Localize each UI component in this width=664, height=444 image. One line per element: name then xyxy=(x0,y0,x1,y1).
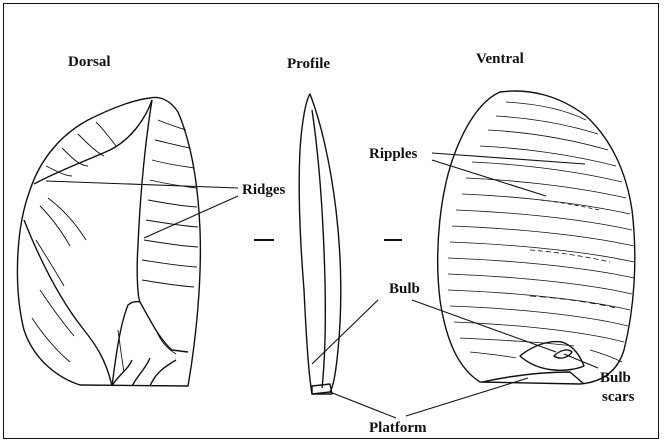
ripples-leader-lower xyxy=(432,160,546,196)
profile-view xyxy=(299,94,402,394)
bulb-scars-label-line2: scars xyxy=(602,389,635,405)
platform-label: Platform xyxy=(369,420,427,436)
ventral-title: Ventral xyxy=(476,51,524,67)
platform-leader-profile xyxy=(330,392,396,418)
bulb-scars-leader xyxy=(564,354,598,368)
dorsal-lower-scar xyxy=(112,302,188,386)
dorsal-ridge-left xyxy=(34,100,152,184)
dorsal-base-scars xyxy=(112,358,176,386)
ventral-view xyxy=(438,91,635,384)
ventral-bulb-scar xyxy=(554,350,572,358)
dorsal-title: Dorsal xyxy=(68,54,111,70)
bulb-leader-profile xyxy=(312,300,378,364)
profile-inner-edge xyxy=(312,110,325,388)
ripples-label: Ripples xyxy=(369,146,418,162)
leader-lines xyxy=(46,153,598,418)
dorsal-outline xyxy=(17,98,200,386)
bulb-label: Bulb xyxy=(389,281,420,297)
dorsal-ridge-central xyxy=(137,100,152,302)
dorsal-hatching xyxy=(32,120,198,372)
dorsal-view xyxy=(17,98,200,386)
ventral-bulb xyxy=(520,342,584,371)
platform-leader-ventral xyxy=(406,378,528,416)
bulb-scars-label-line1: Bulb xyxy=(600,370,631,386)
ridges-leader-lower xyxy=(144,196,238,238)
profile-outline xyxy=(299,94,341,394)
ridges-label: Ridges xyxy=(242,182,286,198)
dorsal-lower-facet xyxy=(24,220,112,386)
profile-title: Profile xyxy=(287,56,330,72)
